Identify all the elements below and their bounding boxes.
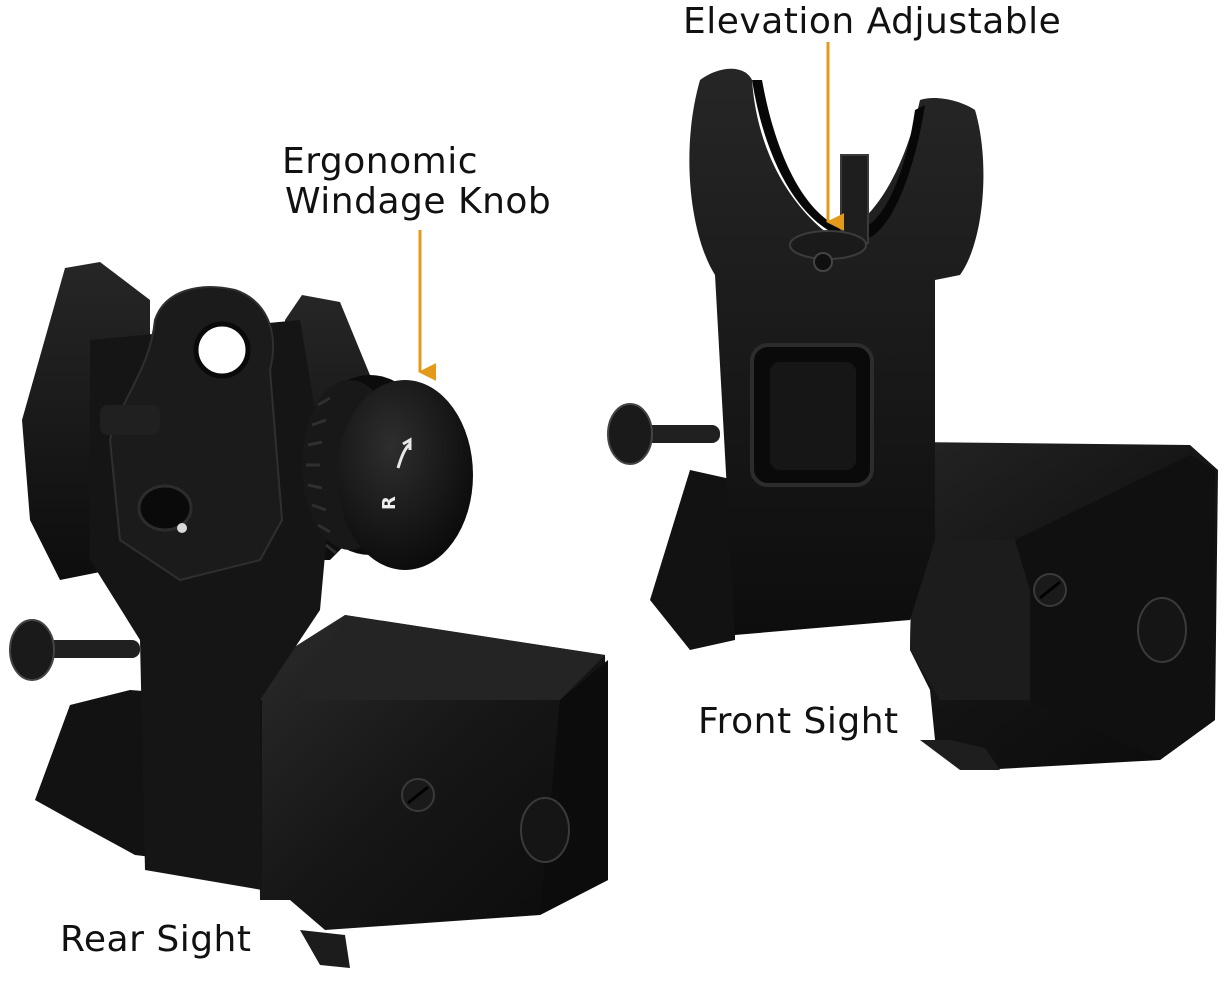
windage-knob xyxy=(302,375,473,570)
front-sight-post xyxy=(840,154,869,244)
rear-sight-label: Rear Sight xyxy=(60,919,252,960)
rear-bolt-icon xyxy=(520,797,570,863)
front-sight xyxy=(607,68,1218,770)
rear-pin-cap-icon xyxy=(9,619,55,681)
elevation-adjustable-label: Elevation Adjustable xyxy=(683,1,1062,42)
rear-aperture-small xyxy=(137,484,193,532)
front-bolt-icon xyxy=(1137,597,1187,663)
windage-knob-label-line1: Ergonomic xyxy=(282,141,478,182)
front-sight-label: Front Sight xyxy=(698,701,899,742)
windage-knob-label-line2: Windage Knob xyxy=(285,181,552,222)
rear-sight xyxy=(9,262,608,968)
front-pin-cap-icon xyxy=(607,403,653,465)
knob-marking: R xyxy=(379,496,400,510)
rear-aperture-large xyxy=(193,321,251,379)
